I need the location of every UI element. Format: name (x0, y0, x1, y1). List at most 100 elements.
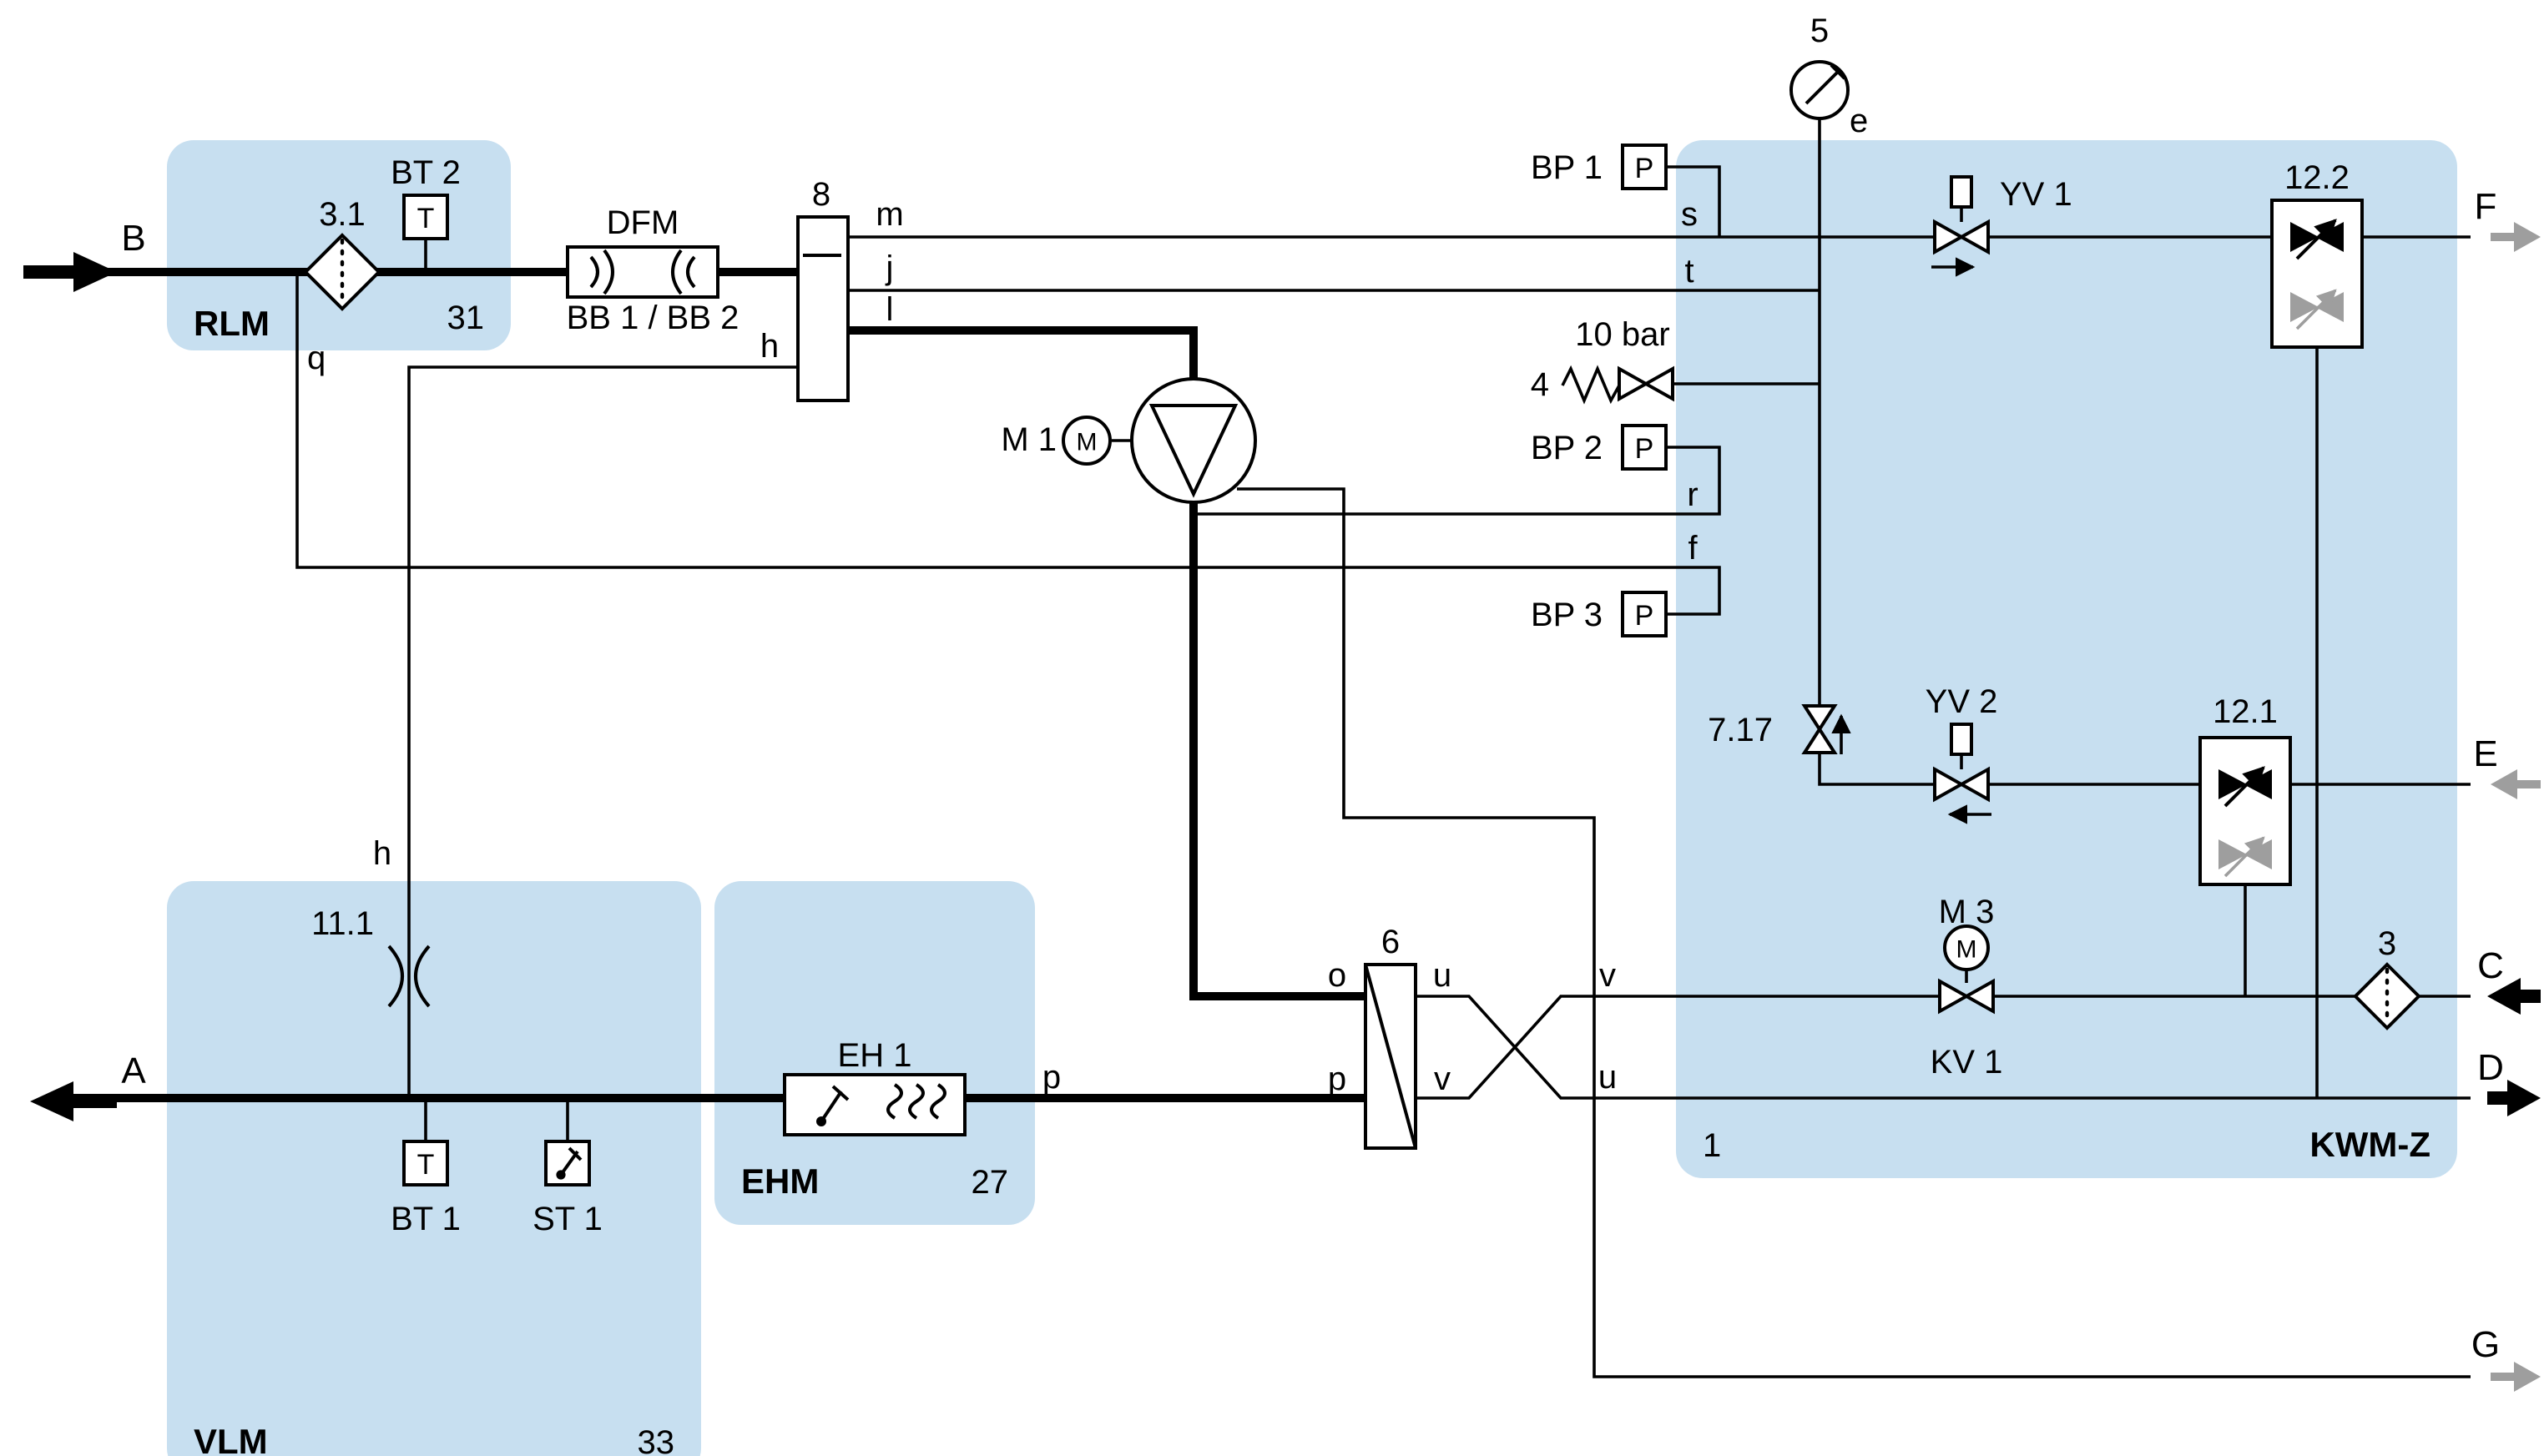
sensor-st1 (544, 1140, 591, 1186)
port-label-a: A (121, 1050, 146, 1091)
region-label-ehm: EHM (741, 1161, 819, 1201)
line-label-e: e (1850, 103, 1868, 139)
label-gauge-5: 5 (1810, 13, 1829, 49)
region-ehm (714, 881, 1035, 1225)
label-yv2: YV 2 (1926, 683, 1998, 720)
label-filter-3-1: 3.1 (319, 196, 366, 233)
bp3-letter: P (1635, 600, 1654, 632)
port-arrow-a (30, 1081, 117, 1121)
port-label-g: G (2471, 1324, 2500, 1365)
relief-valve-4 (1561, 365, 1674, 405)
label-yv1: YV 1 (2000, 176, 2072, 213)
label-hx-6: 6 (1381, 924, 1400, 960)
label-relief-4: 4 (1531, 366, 1549, 403)
region-label-kwmz: KWM-Z (2309, 1125, 2430, 1164)
port-label-f: F (2475, 186, 2497, 227)
line-label-r: r (1687, 476, 1698, 513)
line-label-h-mid: h (373, 835, 391, 872)
labels: B A F E C D G RLM 31 VLM 33 EHM 27 KWM-Z… (121, 13, 2504, 1456)
motor-m1: M (1062, 416, 1112, 466)
label-dfm: DFM (607, 204, 679, 241)
bp2-letter: P (1635, 433, 1654, 465)
line-label-o: o (1328, 957, 1346, 994)
port-arrow-e (2491, 769, 2541, 799)
line-label-f: f (1688, 530, 1698, 567)
region-number-vlm: 33 (638, 1424, 675, 1456)
label-7-17: 7.17 (1708, 712, 1773, 748)
region-kwmz (1676, 140, 2457, 1178)
solenoid-valve-yv1 (1931, 175, 1990, 277)
label-12-2: 12.2 (2284, 159, 2350, 196)
port-label-c: C (2477, 945, 2504, 986)
line-label-j: j (886, 249, 894, 286)
flowmeter-dfm (566, 245, 719, 299)
label-bt1: BT 1 (391, 1201, 461, 1237)
bt2-letter: T (417, 203, 435, 234)
label-bp2: BP 2 (1531, 430, 1603, 466)
sensor-bt2: T (402, 194, 449, 240)
port-arrow-g (2491, 1362, 2541, 1392)
label-st1: ST 1 (533, 1201, 603, 1237)
label-bt2: BT 2 (391, 154, 461, 191)
sensor-bp1: P (1621, 144, 1668, 190)
pressure-gauge-5 (1789, 60, 1850, 120)
region-label-rlm: RLM (194, 304, 270, 343)
label-m1: M 1 (1001, 421, 1057, 458)
label-coupling-11-1: 11.1 (311, 905, 374, 942)
m1-letter: M (1077, 429, 1098, 456)
filter-3-1 (303, 233, 381, 311)
line-label-s: s (1681, 196, 1698, 233)
filter-3 (2353, 962, 2421, 1030)
line-label-p-hx: p (1328, 1061, 1346, 1097)
sensor-bp2: P (1621, 424, 1668, 471)
line-label-l: l (886, 291, 894, 328)
bt1-letter: T (417, 1149, 435, 1181)
bp1-letter: P (1635, 153, 1654, 184)
label-eh1: EH 1 (838, 1037, 912, 1074)
module-regions (167, 140, 2457, 1456)
port-arrow-f (2491, 222, 2541, 252)
heat-exchanger-6 (1364, 963, 1417, 1150)
check-block-12-1 (2198, 736, 2292, 886)
line-label-v-hx: v (1434, 1061, 1451, 1097)
coupling-11-1 (387, 945, 431, 1008)
line-label-u-hx: u (1433, 957, 1451, 994)
manifold-8 (796, 215, 850, 402)
motor-valve-kv1: M (1938, 924, 1995, 1015)
label-bp1: BP 1 (1531, 149, 1603, 186)
region-number-rlm: 31 (447, 300, 485, 336)
label-manifold-8: 8 (812, 176, 830, 213)
port-label-d: D (2477, 1047, 2504, 1088)
region-label-vlm: VLM (194, 1422, 268, 1456)
port-arrow-c (2487, 978, 2541, 1015)
label-filter-3: 3 (2378, 925, 2396, 962)
label-bp3: BP 3 (1531, 597, 1603, 633)
port-arrow-b (23, 252, 117, 292)
sensor-bp3: P (1621, 591, 1668, 637)
check-block-12-2 (2270, 199, 2364, 349)
line-label-p-ehm: p (1042, 1059, 1061, 1096)
valve-7-17 (1801, 704, 1851, 754)
heater-eh1 (783, 1073, 967, 1136)
label-kv1: KV 1 (1931, 1044, 2003, 1081)
region-number-kwmz: 1 (1703, 1127, 1721, 1164)
line-label-h-top: h (760, 328, 779, 365)
label-dfm-sub: BB 1 / BB 2 (567, 300, 739, 336)
line-label-m: m (876, 196, 903, 233)
line-label-q: q (307, 340, 326, 376)
region-number-ehm: 27 (972, 1164, 1009, 1201)
line-label-t: t (1684, 253, 1693, 290)
port-label-e: E (2473, 733, 2497, 774)
pipework-main (50, 268, 1365, 1102)
solenoid-valve-yv2 (1933, 723, 1991, 824)
port-arrow-d (2487, 1080, 2541, 1116)
label-relief-setting: 10 bar (1575, 316, 1669, 353)
port-label-b: B (121, 218, 145, 259)
line-label-u-d: u (1598, 1059, 1617, 1096)
m3-letter: M (1956, 936, 1977, 964)
sensor-bt1: T (402, 1140, 449, 1186)
line-label-v-c: v (1599, 957, 1616, 994)
pump-m1 (1130, 377, 1257, 504)
label-m3: M 3 (1939, 894, 1995, 930)
